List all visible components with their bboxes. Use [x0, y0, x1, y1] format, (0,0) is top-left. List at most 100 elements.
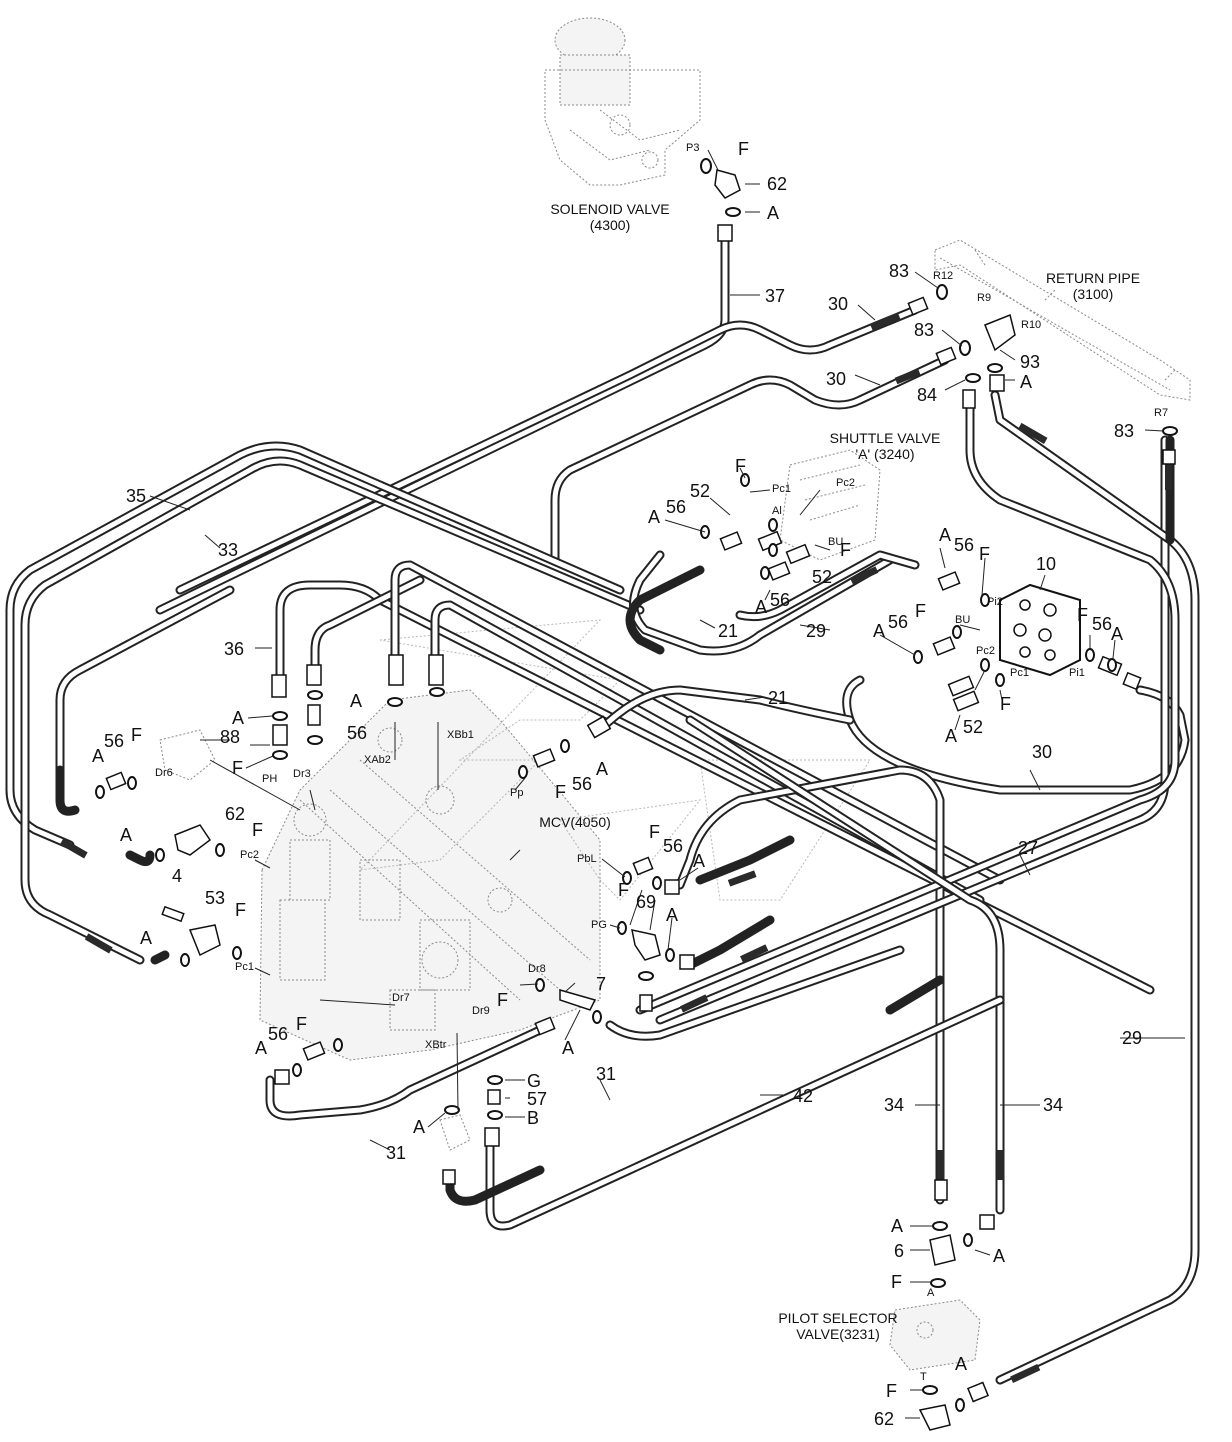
part-number-labels: 62 37 30 30 83 83 84 93 83 35 33 36 52 5… [104, 174, 1142, 1429]
logo-watermark [358, 619, 871, 901]
label-letters-f: F [840, 540, 851, 560]
part-56: 56 [954, 535, 974, 555]
label-ports-a: A [927, 1287, 935, 1299]
hose-sleeves [59, 312, 1172, 1383]
shuttle-valve-code: 'A' (3240) [855, 446, 914, 462]
label-ports-dr8: Dr8 [528, 963, 546, 975]
label-ports-dr9: Dr9 [472, 1005, 490, 1017]
label-letters-f: F [886, 1381, 897, 1401]
part-88: 88 [220, 727, 240, 747]
label-ports-t: T [920, 1371, 927, 1383]
solenoid-valve-label: SOLENOID VALVE [550, 201, 669, 217]
label-letters-f: F [1000, 694, 1011, 714]
connector-letter-labels: F A A F A F A A F F A F A F A A A F A F … [92, 139, 1123, 1401]
label-letters-a: A [140, 928, 152, 948]
label-letters-f: F [131, 725, 142, 745]
part-84: 84 [917, 385, 937, 405]
label-letters-a: A [993, 1246, 1005, 1266]
label-letters-a: A [255, 1038, 267, 1058]
label-letters-a: A [873, 621, 885, 641]
part-52: 52 [690, 481, 710, 501]
label-letters-a: A [666, 905, 678, 925]
label-letters-a: A [596, 759, 608, 779]
label-ports-al: Al [772, 505, 782, 517]
label-letters-g: G [527, 1071, 541, 1091]
label-ports-p3: P3 [686, 142, 699, 154]
part-62: 62 [767, 174, 787, 194]
shuttle-valve-label: SHUTTLE VALVE [830, 430, 941, 446]
label-letters-a: A [755, 597, 767, 617]
label-ports-r7: R7 [1154, 407, 1168, 419]
label-ports-pc1: Pc1 [772, 483, 791, 495]
label-ports-dr7: Dr7 [392, 992, 410, 1004]
part-56: 56 [1092, 614, 1112, 634]
label-letters-f: F [296, 1014, 307, 1034]
label-ports-pc2: Pc2 [976, 645, 995, 657]
label-letters-f: F [735, 456, 746, 476]
solenoid-valve-code: (4300) [590, 217, 630, 233]
leader-lines [149, 149, 1185, 1419]
label-letters-a: A [120, 825, 132, 845]
label-letters-f: F [497, 990, 508, 1010]
label-ports-r10: R10 [1021, 319, 1041, 331]
part-56: 56 [666, 497, 686, 517]
label-ports-pc1: Pc1 [1010, 667, 1029, 679]
label-ports-pbl: PbL [577, 853, 597, 865]
part-21: 21 [768, 688, 788, 708]
part-30: 30 [826, 369, 846, 389]
part-56: 56 [888, 612, 908, 632]
part-34: 34 [884, 1095, 904, 1115]
label-ports-xbb1: XBb1 [447, 729, 474, 741]
label-letters-a: A [350, 691, 362, 711]
part-83: 83 [889, 261, 909, 281]
part-33: 33 [218, 540, 238, 560]
part-35: 35 [126, 486, 146, 506]
part-36: 36 [224, 639, 244, 659]
part-93: 93 [1020, 352, 1040, 372]
part-57: 57 [527, 1089, 547, 1109]
label-ports-xbtr: XBtr [425, 1039, 447, 1051]
label-letters-a: A [92, 746, 104, 766]
part-21: 21 [718, 621, 738, 641]
label-ports-dr3: Dr3 [293, 768, 311, 780]
label-ports-bu: BU [828, 536, 843, 548]
label-letters-b: B [527, 1108, 539, 1128]
part-62: 62 [874, 1409, 894, 1429]
label-ports-ph: PH [262, 773, 277, 785]
label-ports-pc2: Pc2 [240, 849, 259, 861]
part-52: 52 [812, 567, 832, 587]
component-labels: SOLENOID VALVE (4300) RETURN PIPE (3100)… [539, 201, 1140, 1342]
label-letters-a: A [939, 525, 951, 545]
part-29: 29 [806, 621, 826, 641]
pilot-selector-valve-drawing [889, 1299, 981, 1371]
return-pipe-drawing [934, 239, 1191, 401]
label-ports-bu: BU [955, 614, 970, 626]
part-56: 56 [663, 836, 683, 856]
label-ports-pc1: Pc1 [235, 961, 254, 973]
label-letters-a: A [955, 1354, 967, 1374]
part-56: 56 [770, 590, 790, 610]
mcv-label: MCV(4050) [539, 814, 611, 830]
return-pipe-label: RETURN PIPE [1046, 270, 1140, 286]
part-6: 6 [894, 1241, 904, 1261]
label-letters-f: F [252, 820, 263, 840]
label-letters-f: F [232, 758, 243, 778]
label-letters-f: F [618, 880, 629, 900]
part-53: 53 [205, 888, 225, 908]
label-letters-f: F [738, 139, 749, 159]
mcv-drawing [159, 689, 601, 1151]
label-letters-f: F [555, 782, 566, 802]
part-83: 83 [1114, 421, 1134, 441]
label-letters-f: F [235, 900, 246, 920]
label-letters-a: A [945, 726, 957, 746]
shuttle-valve-drawing [779, 449, 881, 561]
return-pipe-code: (3100) [1073, 286, 1113, 302]
hoses [5, 235, 1200, 1385]
port-labels: P3 R12 R9 R10 R7 Pc1 Pc2 Al BU Pi2 BU Pc… [155, 142, 1168, 1383]
label-letters-f: F [1077, 605, 1088, 625]
fittings [105, 169, 1176, 1431]
part-83: 83 [914, 320, 934, 340]
pilot-selector-valve-label: PILOT SELECTOR [778, 1310, 897, 1326]
